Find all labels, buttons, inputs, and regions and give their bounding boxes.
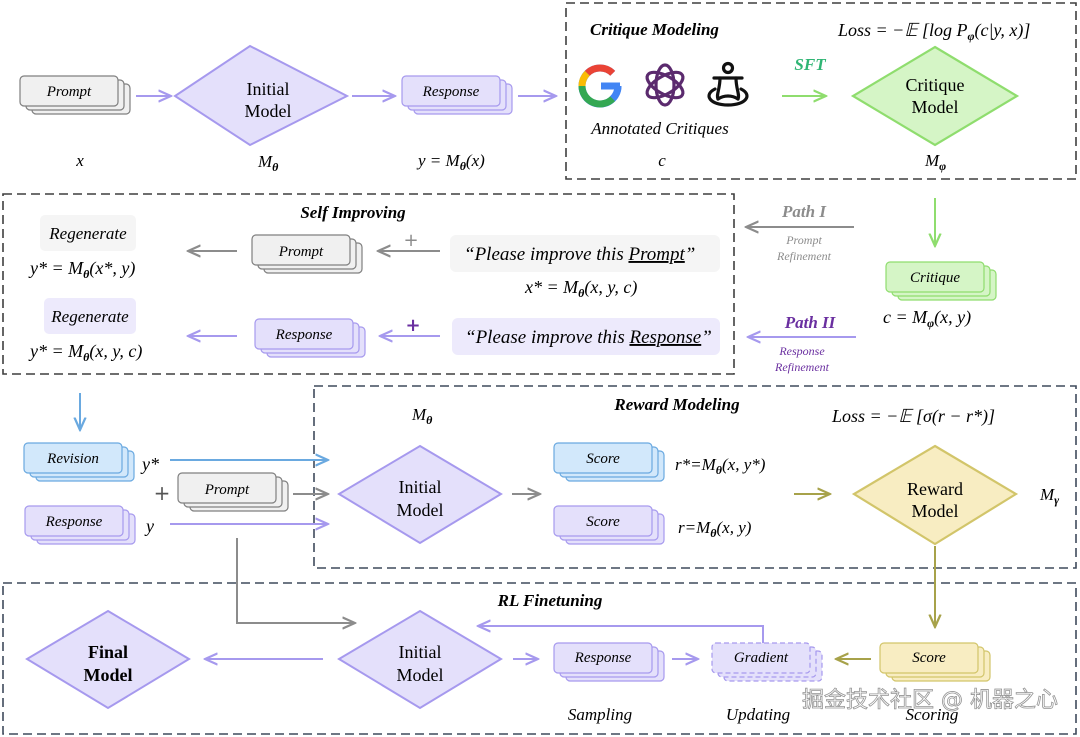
response-card-stack-self: Response	[254, 318, 366, 358]
critique-model-diamond: Critique Model	[850, 45, 1020, 147]
instruction-prompt: “Please improve this Prompt”	[464, 244, 695, 265]
self-improving-title: Self Improving	[300, 203, 406, 222]
reward-model-diamond: Reward Model	[851, 444, 1019, 546]
openai-icon	[645, 63, 685, 107]
svg-text:Revision: Revision	[46, 451, 99, 467]
plus-sign-1: +	[403, 230, 418, 251]
prompt-card-label: Prompt	[46, 84, 92, 100]
svg-text:Final: Final	[88, 642, 128, 662]
svg-text:Score: Score	[586, 451, 620, 467]
score-card-stack-rl: Score	[879, 642, 991, 682]
x-star-equation: x* = Mθ(x, y, c)	[524, 277, 637, 300]
regenerate-2-label: Regenerate	[50, 307, 129, 326]
reward-loss-formula: Loss = −𝔼 [σ(r − r*)]	[831, 406, 995, 427]
svg-text:Model: Model	[84, 665, 133, 685]
human-annotator-icon	[707, 61, 749, 107]
path-1-title: Path I	[781, 202, 827, 221]
arrow-prompt-to-rl-model	[236, 538, 355, 623]
rl-finetuning-title: RL Finetuning	[497, 591, 603, 610]
revision-card-stack: Revision	[23, 442, 135, 482]
svg-text:Score: Score	[586, 514, 620, 530]
score-card-stack-2: Score	[553, 505, 665, 545]
svg-text:Critique: Critique	[906, 75, 965, 95]
watermark: 掘金技术社区 @ 机器之心	[802, 688, 1058, 713]
reward-modeling-section	[313, 385, 1077, 569]
reward-modeling-title: Reward Modeling	[613, 395, 740, 414]
scoring-label: Scoring	[906, 705, 959, 724]
svg-text:Initial: Initial	[399, 642, 442, 662]
svg-text:Model: Model	[245, 101, 292, 121]
arrow-gradient-to-initial	[478, 626, 764, 643]
regenerate-1-label: Regenerate	[48, 224, 127, 243]
response-card-stack-reward: Response	[24, 505, 136, 545]
response-card-stack-top: Response	[401, 75, 513, 115]
critique-loss-formula: Loss = −𝔼 [log Pφ(c|y, x)]	[837, 20, 1030, 43]
svg-text:Model: Model	[397, 500, 444, 520]
regenerate-1-equation: y* = Mθ(x*, y)	[28, 258, 135, 281]
updating-label: Updating	[726, 705, 790, 724]
svg-text:Model: Model	[912, 501, 959, 521]
initial-model-var: Mθ	[257, 152, 279, 174]
revision-variable: y*	[140, 454, 159, 474]
self-improving-section	[2, 193, 735, 375]
path-2-sub-1: Response	[778, 344, 825, 358]
regenerate-1-bg	[40, 215, 136, 251]
prompt-card-stack: Prompt	[19, 75, 131, 115]
instruction-1-bg	[450, 235, 720, 272]
svg-text:Reward: Reward	[907, 479, 963, 499]
rl-finetuning-section	[2, 582, 1077, 735]
initial-model-diamond-reward: Initial Model	[337, 444, 503, 545]
svg-text:Prompt: Prompt	[278, 244, 324, 260]
initial-model-diamond-top: Initial Model	[173, 44, 350, 147]
instruction-2-bg	[452, 318, 720, 355]
regenerate-2-bg	[44, 298, 136, 334]
prompt-variable: x	[75, 151, 84, 170]
regenerate-2-equation: y* = Mθ(x, y, c)	[28, 341, 142, 364]
path-1-sub-1: Prompt	[785, 233, 822, 247]
svg-text:Critique: Critique	[910, 270, 960, 286]
svg-text:Model: Model	[397, 665, 444, 685]
plus-sign-reward: +	[154, 481, 171, 505]
score-2-equation: r=Mθ(x, y)	[678, 518, 752, 540]
critique-card-stack: Critique	[885, 261, 997, 301]
path-2-title: Path II	[784, 313, 837, 332]
path-1-sub-2: Refinement	[776, 249, 832, 263]
reward-m-theta: Mθ	[411, 405, 433, 427]
svg-text:Prompt: Prompt	[204, 482, 250, 498]
svg-text:Model: Model	[912, 97, 959, 117]
svg-text:Initial: Initial	[399, 477, 442, 497]
sampling-label: Sampling	[568, 705, 632, 724]
svg-text:Response: Response	[275, 327, 333, 343]
instruction-response: “Please improve this Response”	[465, 327, 712, 348]
svg-text:Score: Score	[912, 650, 946, 666]
gradient-card-stack: Gradient	[711, 642, 823, 682]
score-card-stack-1: Score	[553, 442, 665, 482]
svg-text:Initial: Initial	[247, 79, 290, 99]
prompt-card-stack-self: Prompt	[251, 234, 363, 274]
svg-text:Response: Response	[45, 514, 103, 530]
svg-text:Gradient: Gradient	[734, 650, 789, 666]
critique-modeling-title: Critique Modeling	[590, 20, 719, 39]
critique-modeling-section	[565, 2, 1077, 180]
path-2-sub-2: Refinement	[774, 360, 830, 374]
svg-text:Response: Response	[574, 650, 632, 666]
prompt-card-stack-reward: Prompt	[177, 472, 289, 512]
critique-model-var: Mφ	[924, 151, 946, 173]
critique-variable-c: c	[658, 151, 666, 170]
score-1-equation: r*=Mθ(x, y*)	[675, 455, 766, 477]
plus-sign-2: +	[405, 315, 420, 336]
critique-equation: c = Mφ(x, y)	[883, 307, 971, 330]
response-variable: y	[144, 516, 154, 536]
google-icon	[578, 64, 622, 108]
final-model-diamond: Final Model	[25, 609, 191, 710]
response-equation: y = Mθ(x)	[416, 151, 485, 173]
sft-label: SFT	[794, 55, 826, 74]
response-card-stack-rl: Response	[553, 642, 665, 682]
svg-text:Response: Response	[422, 84, 480, 100]
reward-model-var: Mγ	[1039, 485, 1059, 507]
annotated-critiques-label: Annotated Critiques	[590, 119, 729, 138]
initial-model-diamond-rl: Initial Model	[337, 609, 503, 710]
